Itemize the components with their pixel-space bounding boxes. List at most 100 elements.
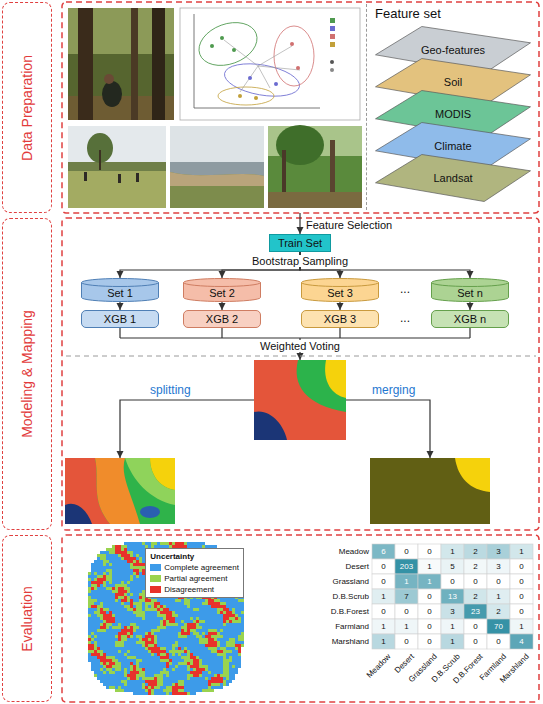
- raster-cell: [157, 650, 160, 653]
- raster-cell: [118, 671, 121, 674]
- raster-cell: [100, 584, 103, 587]
- raster-cell: [145, 686, 148, 689]
- raster-cell: [121, 659, 124, 662]
- raster-cell: [124, 548, 127, 551]
- raster-cell: [133, 569, 136, 572]
- raster-cell: [154, 677, 157, 680]
- raster-cell: [169, 650, 172, 653]
- raster-cell: [154, 659, 157, 662]
- raster-cell: [199, 659, 202, 662]
- raster-cell: [133, 572, 136, 575]
- raster-cell: [145, 605, 148, 608]
- raster-cell: [121, 617, 124, 620]
- raster-cell: [97, 575, 100, 578]
- plot-axis: [194, 14, 320, 108]
- raster-cell: [94, 596, 97, 599]
- raster-cell: [139, 590, 142, 593]
- raster-cell: [130, 602, 133, 605]
- raster-cell: [118, 611, 121, 614]
- raster-cell: [196, 611, 199, 614]
- class-map: [325, 360, 346, 398]
- raster-cell: [133, 659, 136, 662]
- raster-cell: [163, 629, 166, 632]
- raster-cell: [139, 644, 142, 647]
- raster-cell: [193, 659, 196, 662]
- raster-cell: [157, 674, 160, 677]
- raster-cell: [136, 542, 139, 545]
- raster-cell: [100, 599, 103, 602]
- raster-cell: [166, 602, 169, 605]
- raster-cell: [91, 572, 94, 575]
- raster-cell: [127, 647, 130, 650]
- raster-cell: [175, 623, 178, 626]
- raster-cell: [115, 641, 118, 644]
- raster-cell: [157, 680, 160, 683]
- raster-cell: [130, 689, 133, 692]
- raster-cell: [136, 686, 139, 689]
- raster-cell: [190, 620, 193, 623]
- raster-cell: [148, 665, 151, 668]
- raster-cell: [121, 653, 124, 656]
- raster-cell: [178, 686, 181, 689]
- raster-cell: [142, 542, 145, 545]
- raster-cell: [124, 596, 127, 599]
- raster-cell: [142, 653, 145, 656]
- raster-cell: [163, 689, 166, 692]
- raster-cell: [139, 692, 142, 695]
- raster-cell: [175, 602, 178, 605]
- raster-cell: [118, 677, 121, 680]
- raster-cell: [187, 632, 190, 635]
- raster-cell: [187, 653, 190, 656]
- raster-cell: [103, 596, 106, 599]
- raster-cell: [184, 689, 187, 692]
- raster-cell: [109, 560, 112, 563]
- raster-cell: [127, 620, 130, 623]
- raster-cell: [109, 554, 112, 557]
- raster-cell: [181, 641, 184, 644]
- raster-cell: [175, 680, 178, 683]
- raster-cell: [106, 668, 109, 671]
- raster-cell: [151, 650, 154, 653]
- raster-cell: [97, 644, 100, 647]
- raster-cell: [88, 599, 91, 602]
- raster-cell: [184, 602, 187, 605]
- raster-cell: [160, 674, 163, 677]
- raster-cell: [124, 554, 127, 557]
- raster-cell: [91, 659, 94, 662]
- raster-cell: [94, 644, 97, 647]
- raster-cell: [91, 581, 94, 584]
- raster-cell: [100, 677, 103, 680]
- raster-cell: [151, 686, 154, 689]
- raster-cell: [106, 617, 109, 620]
- raster-cell: [97, 668, 100, 671]
- split-map: [150, 458, 175, 490]
- raster-cell: [193, 647, 196, 650]
- raster-cell: [199, 614, 202, 617]
- raster-cell: [97, 602, 100, 605]
- raster-cell: [154, 635, 157, 638]
- raster-cell: [202, 674, 205, 677]
- raster-cell: [100, 569, 103, 572]
- raster-cell: [115, 581, 118, 584]
- raster-cell: [103, 617, 106, 620]
- raster-cell: [175, 674, 178, 677]
- raster-cell: [118, 587, 121, 590]
- raster-cell: [109, 584, 112, 587]
- raster-cell: [127, 605, 130, 608]
- raster-cell: [109, 674, 112, 677]
- raster-cell: [196, 629, 199, 632]
- separator: [66, 356, 536, 357]
- raster-cell: [124, 656, 127, 659]
- raster-cell: [133, 602, 136, 605]
- raster-cell: [91, 614, 94, 617]
- raster-cell: [88, 656, 91, 659]
- raster-cell: [193, 620, 196, 623]
- raster-cell: [124, 626, 127, 629]
- raster-cell: [118, 599, 121, 602]
- raster-cell: [103, 563, 106, 566]
- raster-cell: [88, 647, 91, 650]
- raster-cell: [136, 650, 139, 653]
- raster-cell: [130, 635, 133, 638]
- raster-cell: [124, 674, 127, 677]
- raster-cell: [112, 653, 115, 656]
